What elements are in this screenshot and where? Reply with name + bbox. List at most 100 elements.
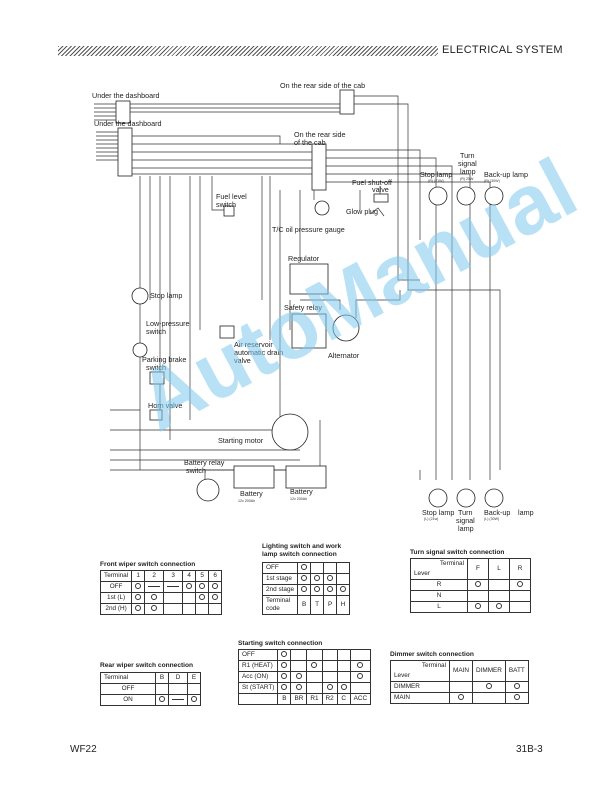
rw-h-terminal: Terminal [100,672,156,684]
label-turn-l-a: Turn [458,508,473,517]
section-title: ELECTRICAL SYSTEM [442,44,563,56]
label-fuel-level-b: switch [216,200,236,209]
lt-code-P: P [323,595,338,615]
ts-col-l: L [488,558,510,580]
ts-col-f: F [467,558,489,580]
label-battery-1-spec: 12v 200Ah [238,499,255,503]
tc-oil-pressure-gauge [314,200,330,216]
label-rear-cab-2a: On the rear side [294,130,346,139]
label-stop-lamp-r-spec: (R) (21W) [428,179,444,183]
dm-row-dimmer: DIMMER [390,681,450,693]
label-turn-r-c: lamp [460,167,476,176]
fw-row-1st: 1st (L) [99,592,133,604]
ts-row-n: N [410,590,468,602]
dm-row-main: MAIN [390,692,450,704]
lighting-title-a: Lighting switch and work [262,543,342,550]
regulator [289,263,329,295]
label-fuel-shutoff-b: valve [372,185,389,194]
label-stop-lamp-l-spec: (L) (21w) [424,517,438,521]
battery-1 [233,465,275,489]
starting-title: Starting switch connection [238,640,323,647]
label-fuel-shutoff-a: Fuel shut-off [352,178,392,187]
fuel-level-switch [223,205,235,217]
turn-signal-lamp-left [456,488,476,508]
battery-relay-switch [196,478,220,502]
st-row-on: Acc (ON) [237,671,279,683]
label-rear-cab-1: On the rear side of the cab [280,81,365,90]
starting-motor [271,413,309,451]
label-parking-a: Parking brake [142,355,186,364]
dm-col-main: MAIN [449,660,473,682]
lt-row-1st: 1st stage [261,573,299,585]
lt-code-H: H [336,595,351,615]
label-stop-lamp: Stop lamp [150,291,182,300]
label-parking-b: switch [146,363,166,372]
rw-row-on: ON [100,694,156,706]
label-starting-motor: Starting motor [218,436,264,445]
st-col-acc: ACC [349,693,372,705]
lt-row-2nd: 2nd stage [261,584,299,596]
lt-code-a: Terminal [266,597,291,604]
label-turn-r-b: signal [458,159,477,168]
label-glow-plug: Glow plug [346,207,378,216]
rw-h-b: B [155,672,169,684]
label-turn-l-c: lamp [458,524,474,533]
starting-table: OFF R1 (HEAT) Acc (ON) St (START) B BR R… [237,649,372,705]
st-row-start: St (START) [237,682,279,694]
label-backup-r: Back-up lamp [484,170,528,179]
label-turn-r-spec: (R) 25W [460,177,474,181]
fw-h-2: 2 [144,570,165,582]
backup-lamp-right [484,186,504,206]
fw-h-5: 5 [195,570,210,582]
front-wiper-table: Terminal 1 2 3 4 5 6 OFF 1st (L) 2nd (H) [99,570,223,615]
st-col-b: B [277,693,292,705]
ts-row-r: R [410,579,468,591]
label-stop-lamp-l: Stop lamp [422,508,454,517]
label-under-dashboard-1: Under the dashboard [92,91,160,100]
dm-col-dimmer: DIMMER [471,660,506,682]
stop-lamp-left [131,287,149,305]
st-row-off: OFF [237,649,279,661]
label-fuel-level-a: Fuel level [216,192,247,201]
ts-diag-cell: Terminal Lever [410,558,468,580]
label-rear-cab-2b: of the cab [294,138,326,147]
st-row-heat: R1 (HEAT) [237,660,279,672]
dm-diag-cell: Terminal Lever [390,660,450,682]
turn-signal-lamp-right [456,186,476,206]
lighting-title-b: lamp switch connection [262,551,337,558]
rear-wiper-title: Rear wiper switch connection [100,662,194,669]
rear-wiper-table: Terminal B D E OFF ON [100,672,201,706]
label-backup-l: Back-up [484,508,510,517]
label-battery-2: Battery [290,487,313,496]
label-under-dashboard-2: Under the dashboard [94,119,162,128]
dm-col-batt: BATT [504,660,529,682]
label-regulator: Regulator [288,254,320,263]
label-safety-relay: Safety relay [284,303,322,312]
lt-code-B: B [297,595,312,615]
stop-lamp-left-rear [428,488,448,508]
glow-plug [369,207,385,217]
label-air-reservoir-a: Air reservoir [234,340,273,349]
dimmer-table: Terminal Lever MAIN DIMMER BATT DIMMER M… [390,660,529,704]
label-turn-r-a: Turn [460,151,475,160]
horn-valve [149,409,163,421]
header-rule [58,46,438,56]
safety-relay [291,313,327,349]
dashboard-connector-2 [117,127,133,177]
ts-terminal: Terminal [439,560,464,567]
st-col-r1: R1 [306,693,323,705]
fw-row-2nd: 2nd (H) [99,603,133,615]
dm-terminal: Terminal [421,662,446,669]
low-pressure-switch [132,342,148,358]
label-air-reservoir-b: automatic drain [234,348,283,357]
label-low-pressure-b: switch [146,327,166,336]
ts-col-r: R [509,558,531,580]
fw-h-4: 4 [182,570,197,582]
rear-cab-connector-1 [339,89,355,115]
wiring-harness [94,95,501,480]
label-horn-valve: Horn valve [148,401,182,410]
label-stop-lamp-r: Stop lamp [420,170,452,179]
label-low-pressure-a: Low-pressure [146,319,190,328]
ts-lever: Lever [414,570,430,577]
